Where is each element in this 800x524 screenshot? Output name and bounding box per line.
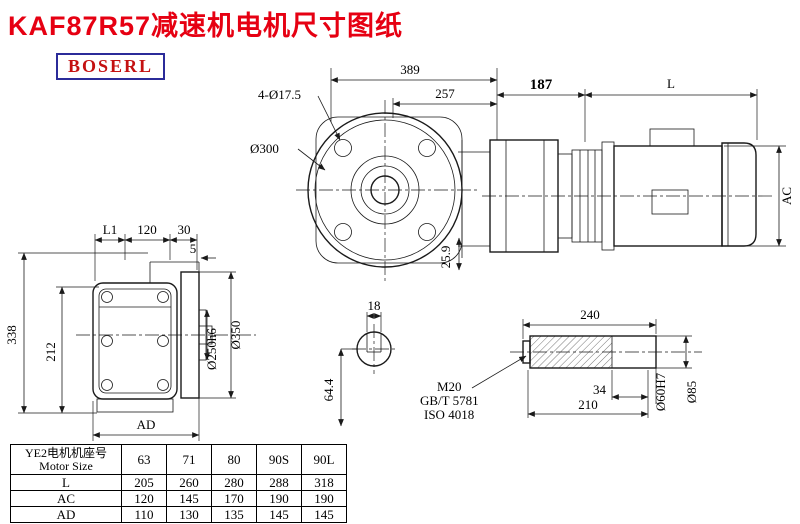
cell-L-90L: 318 bbox=[301, 474, 347, 491]
dim-AD: AD bbox=[92, 398, 200, 441]
brand-logo: BOSERL bbox=[56, 53, 166, 80]
cell-AC-90S: 190 bbox=[256, 490, 302, 507]
header-motor-size-en: Motor Size bbox=[39, 458, 93, 473]
dim-30-label: 30 bbox=[178, 222, 191, 237]
dim-187-label: 187 bbox=[530, 77, 553, 93]
fan-cover bbox=[721, 142, 757, 247]
motor-size-table: YE2电机机座号 Motor Size 63 71 80 90S 90L L 2… bbox=[10, 444, 347, 523]
left-side-view bbox=[76, 261, 256, 413]
cell-AD-71: 130 bbox=[166, 506, 212, 523]
header-size-80: 80 bbox=[211, 444, 257, 475]
dim-64-4: 64.4 bbox=[321, 348, 358, 427]
dim-240: 240 bbox=[522, 307, 657, 339]
dim-AC: AC bbox=[724, 145, 794, 247]
thread-callout: M20 GB/T 5781 ISO 4018 bbox=[420, 355, 527, 422]
dim-o350: Ø350 bbox=[199, 271, 243, 399]
dim-18: 18 bbox=[366, 298, 382, 332]
cell-L-80: 280 bbox=[211, 474, 257, 491]
table-row-AD: AD 110 130 135 145 145 bbox=[10, 506, 347, 523]
shaft-detail-view bbox=[510, 335, 702, 369]
cell-AC-90L: 190 bbox=[301, 490, 347, 507]
cell-AC-80: 170 bbox=[211, 490, 257, 507]
front-flange-view bbox=[296, 100, 490, 282]
dim-o250h6: Ø250h6 bbox=[204, 309, 219, 370]
shaft-end-view bbox=[352, 324, 396, 374]
cell-AD-80: 135 bbox=[211, 506, 257, 523]
side-view-reducer-motor bbox=[482, 128, 772, 253]
dim-18-label: 18 bbox=[368, 298, 381, 313]
dim-o85-label: Ø85 bbox=[684, 381, 699, 403]
header-motor-size-cn: YE2电机机座号 bbox=[25, 445, 107, 460]
header-size-63: 63 bbox=[121, 444, 167, 475]
dim-210: 210 bbox=[527, 370, 649, 418]
cell-AD-63: 110 bbox=[121, 506, 167, 523]
dim-34: 34 bbox=[593, 370, 649, 418]
dim-o250h6-label: Ø250h6 bbox=[204, 328, 219, 370]
cell-L-63: 205 bbox=[121, 474, 167, 491]
page-title: KAF87R57减速机电机尺寸图纸 bbox=[8, 11, 404, 41]
dim-34-label: 34 bbox=[593, 382, 607, 397]
dim-AD-label: AD bbox=[137, 417, 156, 432]
dim-338-label: 338 bbox=[4, 325, 19, 345]
dim-o60H7-label: Ø60H7 bbox=[653, 372, 668, 411]
row-label-AD: AD bbox=[10, 506, 122, 523]
dim-L1-120-30-5: L1 120 30 5 bbox=[94, 222, 216, 281]
dim-o300: Ø300 bbox=[250, 141, 326, 171]
header-motor-size: YE2电机机座号 Motor Size bbox=[10, 444, 122, 475]
dim-bolt-holes: 4-Ø17.5 bbox=[258, 87, 341, 141]
cell-AD-90L: 145 bbox=[301, 506, 347, 523]
dim-187: 187 bbox=[496, 77, 586, 142]
cell-AC-71: 145 bbox=[166, 490, 212, 507]
dim-AC-label: AC bbox=[779, 187, 794, 205]
cell-AC-63: 120 bbox=[121, 490, 167, 507]
dim-o350-label: Ø350 bbox=[228, 321, 243, 350]
dim-257-label: 257 bbox=[435, 86, 455, 101]
header-size-90S: 90S bbox=[256, 444, 302, 475]
dim-25-9-label: 25.9 bbox=[438, 246, 453, 269]
dim-338: 338 bbox=[4, 252, 148, 414]
dim-257: 257 bbox=[392, 86, 498, 118]
dim-212: 212 bbox=[43, 286, 99, 414]
row-label-L: L bbox=[10, 474, 122, 491]
standard-gbt-label: GB/T 5781 bbox=[420, 393, 479, 408]
dim-389: 389 bbox=[330, 62, 498, 140]
dim-64-4-label: 64.4 bbox=[321, 378, 336, 401]
dim-o60H7: Ø60H7 bbox=[653, 368, 668, 411]
row-label-AC: AC bbox=[10, 490, 122, 507]
dim-L-label: L bbox=[667, 76, 675, 91]
cell-L-71: 260 bbox=[166, 474, 212, 491]
dim-389-label: 389 bbox=[400, 62, 420, 77]
cell-L-90S: 288 bbox=[256, 474, 302, 491]
standard-iso-label: ISO 4018 bbox=[424, 407, 474, 422]
table-row-AC: AC 120 145 170 190 190 bbox=[10, 490, 347, 507]
dim-bolt-holes-label: 4-Ø17.5 bbox=[258, 87, 301, 102]
header-size-71: 71 bbox=[166, 444, 212, 475]
dim-212-label: 212 bbox=[43, 342, 58, 362]
dim-o300-label: Ø300 bbox=[250, 141, 279, 156]
dim-5-label: 5 bbox=[190, 241, 197, 256]
dim-240-label: 240 bbox=[580, 307, 600, 322]
dim-L1-label: L1 bbox=[103, 222, 117, 237]
table-row-L: L 205 260 280 288 318 bbox=[10, 474, 347, 491]
dim-o85: Ø85 bbox=[656, 335, 699, 403]
dim-120-label: 120 bbox=[137, 222, 157, 237]
cell-AD-90S: 145 bbox=[256, 506, 302, 523]
dim-L: L bbox=[584, 76, 758, 140]
header-size-90L: 90L bbox=[301, 444, 347, 475]
dim-25-9: 25.9 bbox=[438, 237, 462, 271]
thread-m20-label: M20 bbox=[437, 379, 462, 394]
dim-210-label: 210 bbox=[578, 397, 598, 412]
